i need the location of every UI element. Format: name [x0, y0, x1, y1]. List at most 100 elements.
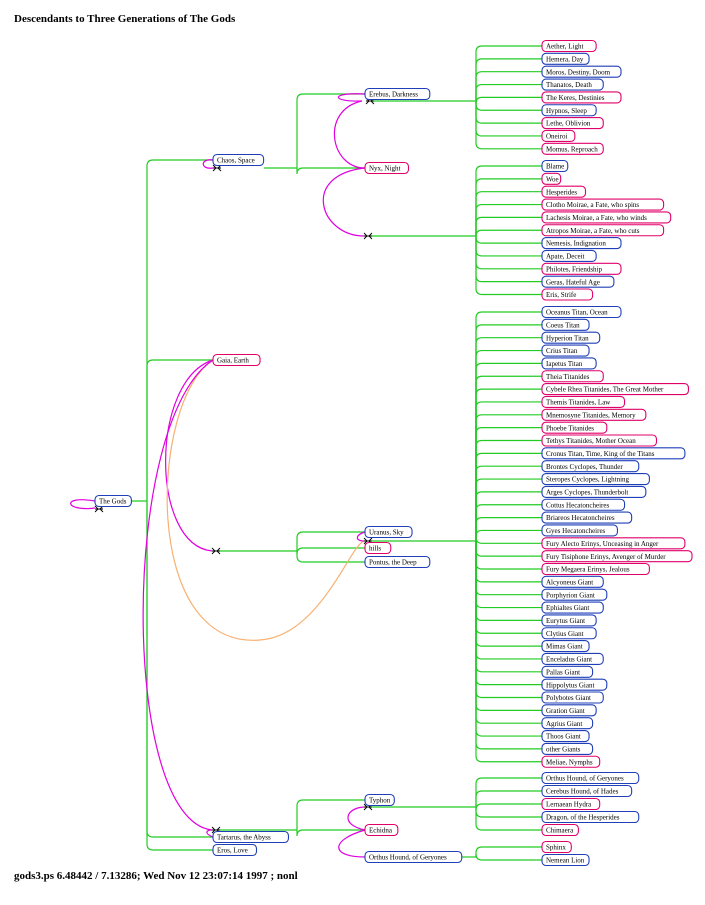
node-n5: Lachesis Moirae, a Fate, who winds	[541, 211, 672, 224]
node-box	[364, 541, 392, 555]
node-box	[541, 357, 597, 370]
node-box	[541, 434, 658, 447]
node-u27: Mimas Giant	[541, 640, 590, 653]
node-u4: Crius Titan	[541, 344, 590, 357]
uranus-children-branch	[475, 541, 542, 699]
node-label: Themis Titanides, Law	[546, 399, 611, 407]
uranus-children-branch	[475, 414, 542, 541]
uranus-children-branch	[475, 541, 542, 737]
nyx-children-branch	[475, 236, 542, 244]
node-box	[541, 370, 604, 383]
tartarus-children-branch	[296, 829, 365, 837]
node-o1: Sphinx	[541, 840, 572, 854]
node-u13: Brontes Cyclopes, Thunder	[541, 460, 640, 473]
node-label: Cottus Hecatoncheires	[546, 501, 609, 509]
uranus-children-branch	[475, 541, 542, 583]
node-box	[364, 793, 395, 807]
node-label: Pallas Giant	[546, 668, 580, 676]
uranus-children-branch	[475, 541, 542, 686]
uranus-children-branch	[475, 452, 542, 541]
node-typhon: Typhon	[364, 793, 395, 807]
typhon-children-branch	[475, 807, 542, 818]
nyx-children-branch	[475, 191, 542, 236]
node-c4: Thanatos, Death	[541, 78, 604, 91]
node-u16: Cottus Hecatoncheires	[541, 498, 626, 511]
node-box	[212, 153, 265, 167]
node-t5: Chimaera	[541, 823, 579, 837]
node-pontus: Pontus, the Deep	[364, 555, 431, 569]
node-box	[541, 129, 576, 142]
node-box	[541, 691, 604, 704]
node-box	[541, 159, 569, 173]
node-c6: Hypnos, Sleep	[541, 104, 597, 117]
node-n1: Blame	[541, 159, 569, 173]
node-box	[541, 704, 597, 717]
node-u11: Tethys Titanides, Mother Ocean	[541, 434, 658, 447]
node-label: Echidna	[369, 827, 393, 835]
node-box	[541, 237, 622, 250]
node-u33: Agrius Giant	[541, 717, 594, 730]
uranus-children-branch	[475, 504, 542, 541]
union-markers	[94, 97, 375, 834]
chaos-self-loop	[202, 159, 214, 169]
node-u25: Eurytus Giant	[541, 614, 597, 627]
node-u26: Clytius Giant	[541, 627, 597, 640]
echidna-orthus-curve	[338, 829, 366, 858]
node-u20: Fury Tisiphone Erinys, Avenger of Murder	[541, 550, 693, 563]
node-label: The Gods	[99, 498, 127, 506]
nyx-children-branch	[475, 236, 542, 257]
uranus-children-branch	[475, 541, 542, 724]
node-box	[541, 784, 633, 798]
uranus-children-branch	[475, 541, 542, 570]
node-label: Oceanus Titan, Ocean	[546, 309, 608, 317]
node-orthus2: Orthus Hound, of Geryones	[364, 850, 463, 864]
nyx-children-branch	[475, 178, 542, 236]
node-label: Erebus, Darkness	[369, 91, 418, 99]
node-o2: Nemean Lion	[541, 853, 590, 867]
node-label: Iapetus Titan	[546, 360, 583, 368]
gods-children-branch	[146, 501, 213, 851]
node-box	[541, 383, 689, 396]
node-label: hills	[369, 545, 381, 553]
node-box	[541, 172, 562, 185]
nyx-curve	[322, 167, 366, 237]
uranus-children-branch	[475, 541, 542, 621]
erebus-children-branch	[475, 101, 542, 111]
node-box	[541, 511, 633, 524]
typhon-children-branch	[475, 803, 542, 811]
uranus-children-branch	[475, 388, 542, 541]
node-c2: Hemera, Day	[541, 52, 590, 65]
node-n7: Nemesis, Indignation	[541, 237, 622, 250]
erebus-nyx-curve	[334, 100, 366, 169]
erebus-children-branch	[475, 58, 542, 101]
gods-self-loop	[70, 499, 96, 510]
node-gaia: Gaia, Earth	[212, 353, 261, 367]
node-label: Phoebe Titanides	[546, 424, 594, 432]
node-uranus: Uranus, Sky	[364, 525, 413, 539]
uranus-children-branch	[475, 517, 542, 541]
node-box	[364, 161, 410, 175]
node-label: Orthus Hound, of Geryones	[369, 854, 447, 862]
node-u24: Ephialtes Giant	[541, 601, 604, 614]
node-box	[541, 498, 626, 511]
node-box	[541, 665, 594, 678]
uranus-children-branch	[475, 541, 542, 647]
node-u3: Hyperion Titan	[541, 331, 601, 344]
uranus-children-branch	[475, 311, 542, 541]
tartarus-children-branch	[296, 799, 365, 830]
node-box	[541, 601, 604, 614]
node-u21: Fury Megaera Erinys, Jealous	[541, 562, 650, 576]
node-box	[541, 755, 601, 768]
node-label: Oneiroi	[546, 133, 567, 141]
gaia-union-marker	[211, 547, 221, 555]
erebus-children-branch	[475, 101, 542, 150]
diagram-title: Descendants to Three Generations of The …	[14, 13, 236, 25]
node-erebus: Erebus, Darkness	[364, 87, 431, 101]
uranus-children-branch	[475, 541, 542, 763]
node-t2: Cerebus Hound, of Hades	[541, 784, 633, 798]
node-box	[364, 850, 463, 864]
node-echidna: Echidna	[364, 823, 399, 837]
node-label: Hypnos, Sleep	[546, 107, 587, 115]
node-label: Sphinx	[546, 844, 566, 852]
